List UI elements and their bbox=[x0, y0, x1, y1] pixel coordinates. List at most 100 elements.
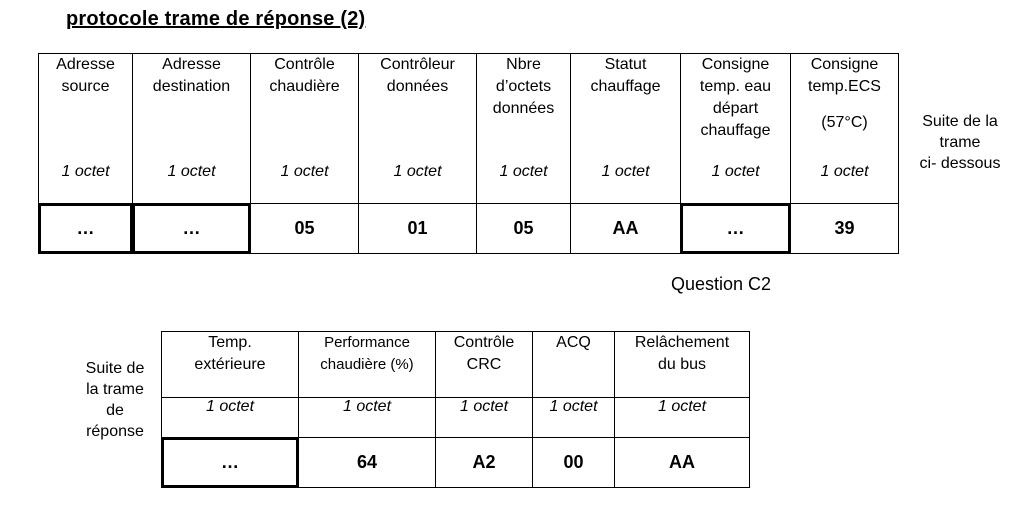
field-name: ACQ bbox=[556, 334, 591, 351]
field-value: … bbox=[221, 452, 239, 472]
field-value-cell: AA bbox=[570, 203, 681, 254]
field-name: chauffage bbox=[590, 78, 661, 95]
field-size-cell: 1 octet bbox=[435, 397, 533, 438]
field-value-cell: … bbox=[132, 203, 251, 254]
field-size-cell: 1 octet bbox=[532, 397, 615, 438]
field-name: Contrôleur bbox=[380, 56, 455, 73]
field-header-cell: Adresse source 1 octet bbox=[38, 53, 133, 204]
field-size: 1 octet bbox=[61, 163, 110, 180]
field-header-cell: ACQ bbox=[532, 331, 615, 398]
continuation-line: la trame bbox=[86, 381, 144, 398]
field-name: départ bbox=[712, 100, 759, 117]
field-name: chauffage bbox=[700, 122, 771, 139]
field-value: AA bbox=[669, 452, 695, 472]
continuation-note: Suite de la trame ci- dessous bbox=[906, 111, 1014, 174]
field-value: 05 bbox=[513, 218, 534, 238]
field-value-cell: AA bbox=[614, 437, 750, 488]
field-name: CRC bbox=[466, 356, 502, 373]
field-name: Adresse bbox=[56, 56, 115, 73]
field-value-cell: 05 bbox=[250, 203, 359, 254]
field-name: Performance bbox=[324, 334, 410, 351]
field-value: 01 bbox=[407, 218, 428, 238]
field-size-cell: 1 octet bbox=[161, 397, 299, 438]
field-size: 1 octet bbox=[205, 398, 255, 415]
continuation-heading: Suite de la trame de réponse bbox=[70, 358, 160, 442]
field-name: Consigne bbox=[810, 56, 879, 73]
field-size-cell: 1 octet bbox=[298, 397, 436, 438]
field-header-cell: Statut chauffage 1 octet bbox=[570, 53, 681, 204]
field-name: Relâchement bbox=[634, 334, 730, 351]
table-octet-row: 1 octet 1 octet 1 octet 1 octet 1 octet bbox=[161, 397, 750, 438]
field-name: Adresse bbox=[162, 56, 221, 73]
field-size: 1 octet bbox=[820, 163, 869, 180]
field-note: (57°C) bbox=[821, 114, 868, 131]
field-value-cell: … bbox=[38, 203, 133, 254]
continuation-line: réponse bbox=[86, 423, 144, 440]
field-name: extérieure bbox=[194, 356, 266, 373]
field-name: Consigne bbox=[701, 56, 770, 73]
highlight-box bbox=[161, 437, 299, 488]
continuation-line: Suite de bbox=[85, 360, 145, 377]
field-value-cell: 01 bbox=[358, 203, 477, 254]
field-name: du bus bbox=[657, 356, 707, 373]
highlight-box bbox=[132, 203, 251, 254]
field-name: données bbox=[492, 100, 555, 117]
field-size: 1 octet bbox=[711, 163, 760, 180]
field-header-cell: Temp. extérieure bbox=[161, 331, 299, 398]
page-title: protocole trame de réponse (2) bbox=[66, 8, 366, 30]
field-value-cell: … bbox=[680, 203, 791, 254]
field-name: Nbre bbox=[506, 56, 541, 73]
field-name: Contrôle bbox=[453, 334, 515, 351]
continuation-line: Suite de la bbox=[922, 113, 998, 130]
table-value-row: … … 05 01 05 AA … 39 bbox=[38, 203, 899, 254]
continuation-line: ci- dessous bbox=[919, 155, 1001, 172]
field-size: 1 octet bbox=[459, 398, 509, 415]
field-size-cell: 1 octet bbox=[614, 397, 750, 438]
field-name: temp.ECS bbox=[808, 78, 881, 95]
field-size: 1 octet bbox=[657, 398, 707, 415]
field-size: 1 octet bbox=[167, 163, 216, 180]
field-value: … bbox=[726, 218, 745, 238]
field-name: temp. eau bbox=[699, 78, 772, 95]
field-size: 1 octet bbox=[280, 163, 329, 180]
field-size: 1 octet bbox=[601, 163, 650, 180]
field-value-cell: … bbox=[161, 437, 299, 488]
field-header-cell: Consigne temp. eau départ chauffage 1 octet bbox=[680, 53, 791, 204]
field-value-cell: A2 bbox=[435, 437, 533, 488]
highlight-box bbox=[680, 203, 791, 254]
field-name: source bbox=[61, 78, 110, 95]
field-size: 1 octet bbox=[549, 398, 598, 415]
field-value-cell: 39 bbox=[790, 203, 899, 254]
field-value: … bbox=[76, 218, 95, 238]
field-header-cell: Consigne temp.ECS (57°C) 1 octet bbox=[790, 53, 899, 204]
continuation-line: de bbox=[106, 402, 124, 419]
field-header-cell: Contrôle chaudière 1 octet bbox=[250, 53, 359, 204]
field-value: AA bbox=[612, 218, 639, 238]
field-value-cell: 05 bbox=[476, 203, 571, 254]
field-name: chaudière bbox=[269, 78, 340, 95]
field-header-cell: Relâchement du bus bbox=[614, 331, 750, 398]
continuation-line: trame bbox=[939, 134, 981, 151]
field-value: 05 bbox=[294, 218, 315, 238]
field-size: 1 octet bbox=[499, 163, 548, 180]
field-value: 39 bbox=[834, 218, 855, 238]
field-value: … bbox=[182, 218, 201, 238]
field-header-cell: Nbre d’octets données 1 octet bbox=[476, 53, 571, 204]
field-size: 1 octet bbox=[342, 398, 392, 415]
field-name: Contrôle bbox=[274, 56, 335, 73]
field-name: Temp. bbox=[208, 334, 252, 351]
field-value-cell: 64 bbox=[298, 437, 436, 488]
field-value-cell: 00 bbox=[532, 437, 615, 488]
field-value: 00 bbox=[563, 452, 584, 472]
field-name: Statut bbox=[604, 56, 647, 73]
field-name: données bbox=[386, 78, 449, 95]
field-name: d’octets bbox=[495, 78, 552, 95]
